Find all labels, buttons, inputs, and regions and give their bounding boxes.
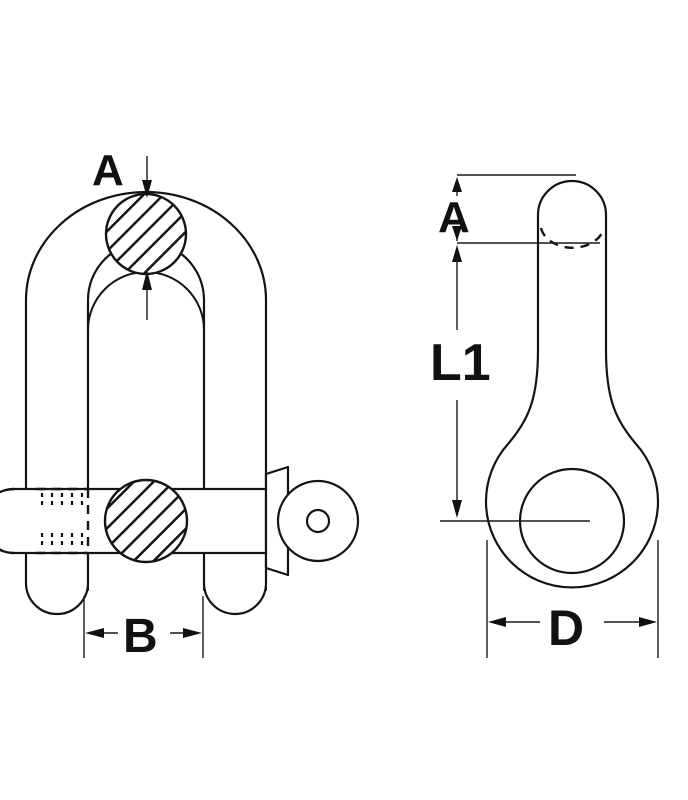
dimension-a-top: A xyxy=(92,146,152,320)
dimension-l1: L1 xyxy=(430,245,491,518)
arrow-down-a-side xyxy=(452,177,462,192)
arrow-left-d xyxy=(488,617,506,627)
bow-section-circle xyxy=(104,192,188,276)
dimension-label-a-side: A xyxy=(438,193,470,242)
dimension-d: D xyxy=(486,540,659,658)
arrow-down-l1 xyxy=(452,245,462,262)
pin-end-hidden-arc xyxy=(0,487,15,555)
arrow-up-a-top xyxy=(142,270,152,290)
dimension-label-d: D xyxy=(548,600,584,656)
dimension-label-l1: L1 xyxy=(430,334,491,392)
arrow-left-b xyxy=(85,628,104,638)
arrow-down-l1-bottom xyxy=(452,500,462,518)
pin-section-circle xyxy=(103,478,189,564)
dimension-label-b: B xyxy=(123,610,158,663)
pin-cap-hidden-arc xyxy=(539,227,606,249)
pin-head-hole xyxy=(305,508,331,534)
front-elevation-view: A B xyxy=(0,146,360,663)
arrow-right-b xyxy=(183,628,202,638)
pin-thread-detail xyxy=(36,487,90,555)
side-profile-view: A L1 D xyxy=(430,174,660,658)
shackle-side-silhouette xyxy=(484,179,660,589)
dimension-b: B xyxy=(83,596,204,663)
dimension-label-a-top: A xyxy=(92,146,124,195)
bow-section-hatched xyxy=(104,192,188,276)
dimension-a-side: A xyxy=(438,177,470,242)
pin-section-hatched xyxy=(103,478,189,564)
arrow-right-d xyxy=(639,617,657,627)
pin-head-assembly xyxy=(264,465,360,577)
arrow-down-a-top xyxy=(142,180,152,198)
arrow-up-a-side xyxy=(452,226,462,241)
